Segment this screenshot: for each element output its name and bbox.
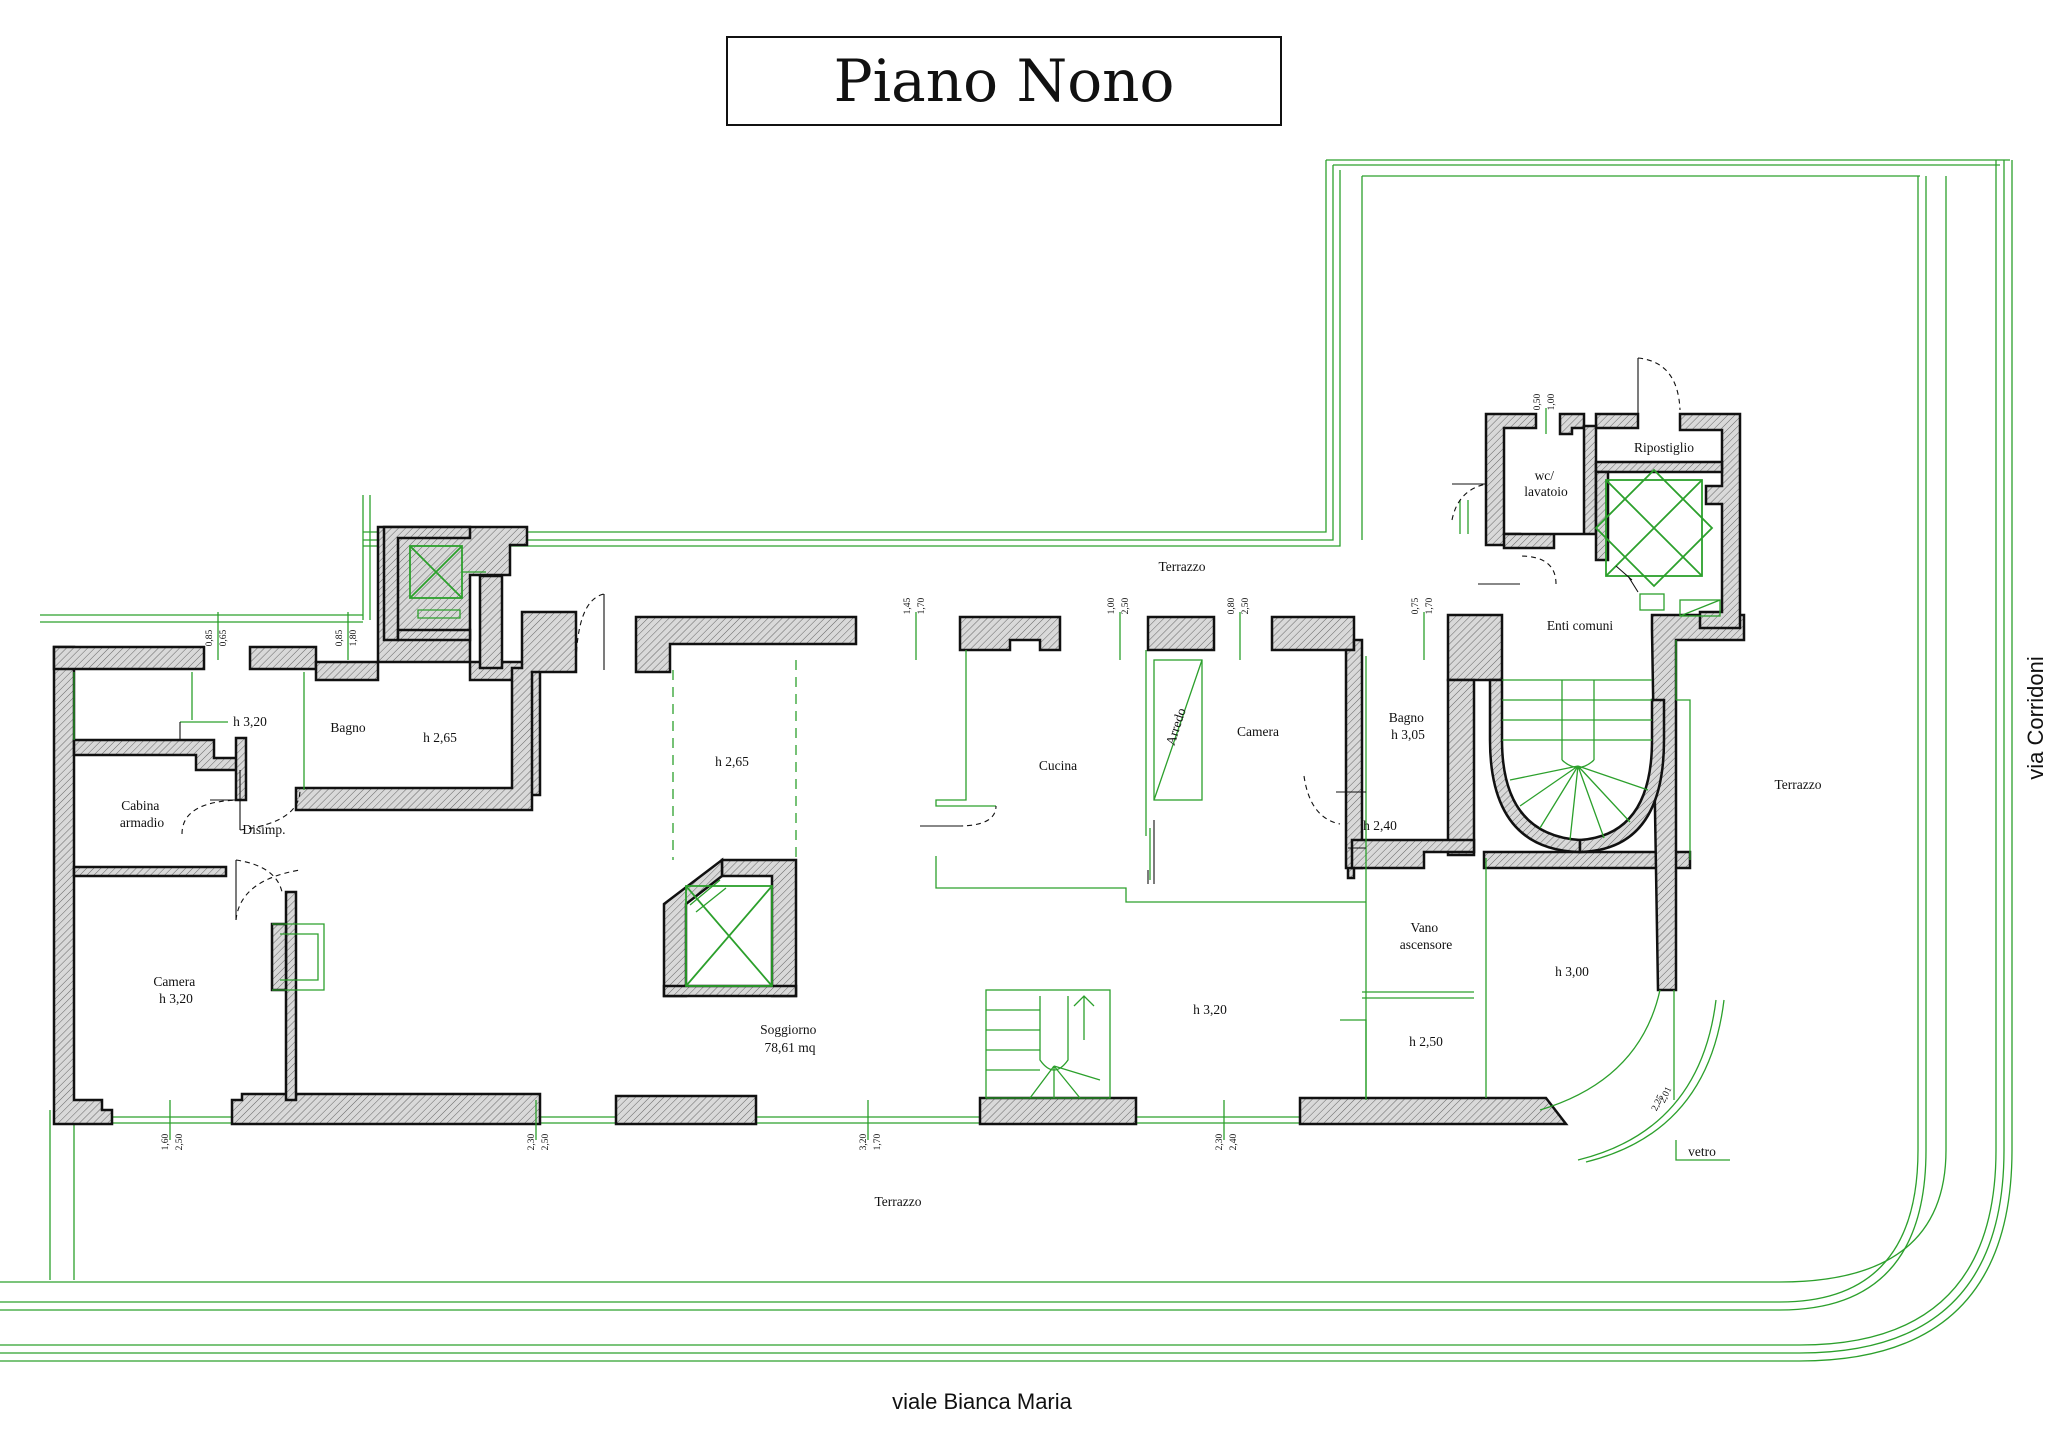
dimension-label: 0,65	[219, 629, 229, 646]
label-wc-lavatoio: wc/ lavatoio	[1524, 468, 1568, 499]
label-room-h320: h 3,20	[1193, 1002, 1227, 1017]
dimension-label: 2,50	[1121, 597, 1131, 614]
dimension-label: 1,00	[1547, 393, 1557, 410]
dimension-label: 1,00	[1107, 597, 1117, 614]
dimension-label: 1,70	[873, 1133, 883, 1150]
street-label-right: via Corridoni	[2023, 656, 2048, 780]
dimension-label: 1,45	[903, 597, 913, 614]
label-terrazzo-bottom: Terrazzo	[874, 1194, 921, 1209]
dimension-label: 0,75	[1411, 597, 1421, 614]
dimension-label: 1,80	[349, 629, 359, 646]
dimension-labels: 0,85 0,65 0,85 1,80 1,45 1,70 1,00 2,50 …	[161, 393, 1674, 1150]
dimension-label: 1,70	[1425, 597, 1435, 614]
label-terrazzo-top: Terrazzo	[1158, 559, 1205, 574]
label-camera-left: Camera h 3,20	[153, 974, 198, 1006]
label-bagno-left: Bagno	[330, 720, 365, 735]
label-bagno-right: Bagno h 3,05	[1389, 710, 1428, 742]
street-label-bottom: viale Bianca Maria	[892, 1389, 1073, 1414]
label-vano-ascensore: Vano ascensore	[1400, 920, 1452, 952]
doors	[179, 357, 1681, 921]
label-room-h250: h 2,50	[1409, 1034, 1443, 1049]
dimension-label: 1,60	[161, 1133, 171, 1150]
dimension-label: 2,40	[1229, 1133, 1239, 1150]
walls	[52, 412, 1746, 1126]
label-camera-right: Camera	[1237, 724, 1279, 739]
terrace-boundary	[0, 159, 2013, 1362]
label-terrazzo-right: Terrazzo	[1774, 777, 1821, 792]
dimension-label: 2,50	[1241, 597, 1251, 614]
label-room-h265-a: h 2,65	[423, 730, 457, 745]
dimension-label: 3,20	[859, 1133, 869, 1150]
label-disimpegno: Disimp.	[242, 822, 285, 837]
label-room-h300: h 3,00	[1555, 964, 1589, 979]
label-vetro: vetro	[1688, 1144, 1716, 1159]
dimension-label: 0,80	[1227, 597, 1237, 614]
dimension-ticks	[169, 408, 1547, 1140]
room-labels: Terrazzo Terrazzo Terrazzo h 3,20 Bagno …	[120, 440, 1822, 1209]
label-room-h265-b: h 2,65	[715, 754, 749, 769]
label-enti-comuni: Enti comuni	[1547, 618, 1614, 633]
dimension-label: 0,50	[1533, 393, 1543, 410]
dimension-label: 2,30	[527, 1133, 537, 1150]
page-title: Piano Nono	[726, 36, 1282, 126]
label-room-h240: h 2,40	[1363, 818, 1397, 833]
dimension-label: 1,70	[917, 597, 927, 614]
dimension-label: 2,50	[175, 1133, 185, 1150]
label-cucina: Cucina	[1039, 758, 1077, 773]
interior-lines	[73, 468, 1730, 1163]
label-cabina-armadio: Cabina armadio	[120, 798, 164, 830]
dimension-label: 0,85	[335, 629, 345, 646]
dimension-label: 0,85	[205, 629, 215, 646]
label-arredo: Arredo	[1163, 706, 1189, 747]
dimension-label: 2,50	[541, 1133, 551, 1150]
dimension-label: 2,30	[1215, 1133, 1225, 1150]
label-ripostiglio: Ripostiglio	[1634, 440, 1694, 455]
label-bagno-left-h: h 3,20	[233, 714, 267, 729]
label-soggiorno: Soggiorno 78,61 mq	[760, 1022, 820, 1055]
